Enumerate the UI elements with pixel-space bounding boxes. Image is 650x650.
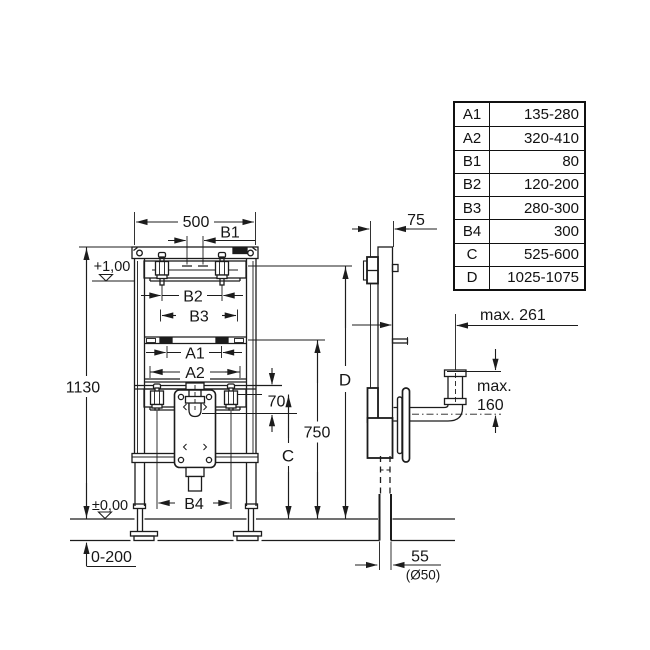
table-cell-label: A2	[455, 126, 490, 150]
front-view-dimensions	[58, 212, 355, 568]
middle-rail	[144, 336, 246, 345]
table-cell-label: B2	[455, 172, 490, 196]
frame-top-bar	[131, 246, 259, 260]
dim-b2-label: B2	[183, 289, 203, 306]
basin-bolt-right	[214, 251, 230, 286]
table-cell-label: A1	[455, 103, 490, 127]
table-cell-value: 1025-1075	[490, 265, 584, 289]
upper-level-label: +1,00	[94, 259, 131, 275]
upper-level-marker-icon	[92, 273, 135, 282]
dim-b3-label: B3	[189, 309, 209, 326]
dim-b1-label: B1	[220, 225, 240, 242]
dimension-table: A1 135-280 A2 320-410 B1 80 B2 120-200 B…	[453, 101, 586, 291]
dim-0-200-label: 0-200	[91, 549, 132, 566]
lower-bolt-right	[223, 383, 239, 411]
dim-a2-label: A2	[185, 365, 205, 382]
dim-d-label: D	[339, 371, 351, 390]
flange-disc-small	[396, 396, 403, 455]
table-cell-value: 135-280	[523, 106, 579, 124]
dim-b4-label: B4	[184, 496, 204, 513]
dim-75-label: 75	[407, 212, 425, 229]
dim-max160-word: max.	[477, 378, 512, 395]
dim-a1-label: A1	[185, 346, 205, 363]
table-cell-label: C	[455, 242, 490, 266]
foot-plate-left	[129, 530, 159, 537]
lower-bolt-left	[149, 383, 165, 411]
rear-tab	[391, 263, 399, 273]
flange-disc-large	[401, 387, 411, 463]
floor-level-marker-icon	[97, 511, 113, 520]
dim-750-label: 750	[304, 425, 331, 442]
dim-55-label: 55	[411, 549, 429, 566]
table-cell-value: 280-300	[490, 196, 584, 219]
frame-legs	[129, 462, 263, 542]
table-cell-value: 300	[490, 219, 584, 242]
front-view-drawing	[70, 246, 455, 542]
drain-holder-box	[366, 417, 394, 459]
dim-diameter-label: (Ø50)	[406, 568, 441, 583]
dim-1130-label: 1130	[66, 380, 101, 397]
table-cell-value: 80	[490, 149, 584, 173]
table-cell-value: 120-200	[490, 172, 584, 196]
table-cell-label: B3	[455, 196, 490, 220]
dim-max261-label: max. 261	[480, 307, 546, 324]
top-bar-clip	[232, 246, 248, 255]
dim-70-label: 70	[268, 394, 286, 411]
front-bracket	[366, 387, 379, 423]
table-cell-label: D	[455, 265, 490, 289]
dimension-labels: 500 B1 +1,00 B2 B3 A1 A2 70 B4 1130 ±0,0…	[66, 212, 546, 583]
side-view-drawing	[352, 221, 578, 570]
floor-level-label: ±0,00	[92, 498, 128, 514]
frame-side-rails	[133, 258, 257, 454]
table-cell-value: 525-600	[490, 242, 584, 266]
basin-bolt-left	[154, 251, 170, 286]
anchor-pin	[391, 337, 409, 345]
floor-lines	[70, 518, 455, 542]
foot-plate-right	[232, 530, 263, 537]
basin-fixing-crossbar	[143, 251, 247, 286]
dim-width-label: 500	[183, 214, 210, 231]
wall-bracket	[362, 256, 379, 285]
table-cell-label: B1	[455, 149, 490, 173]
waste-fitting	[184, 382, 206, 418]
dim-max160-value: 160	[477, 397, 504, 414]
table-cell-label: B4	[455, 219, 490, 243]
outlet-stub	[185, 466, 205, 492]
table-cell-value: 320-410	[490, 126, 584, 149]
drain-pipe	[378, 456, 392, 570]
dim-c-label: C	[282, 447, 294, 466]
